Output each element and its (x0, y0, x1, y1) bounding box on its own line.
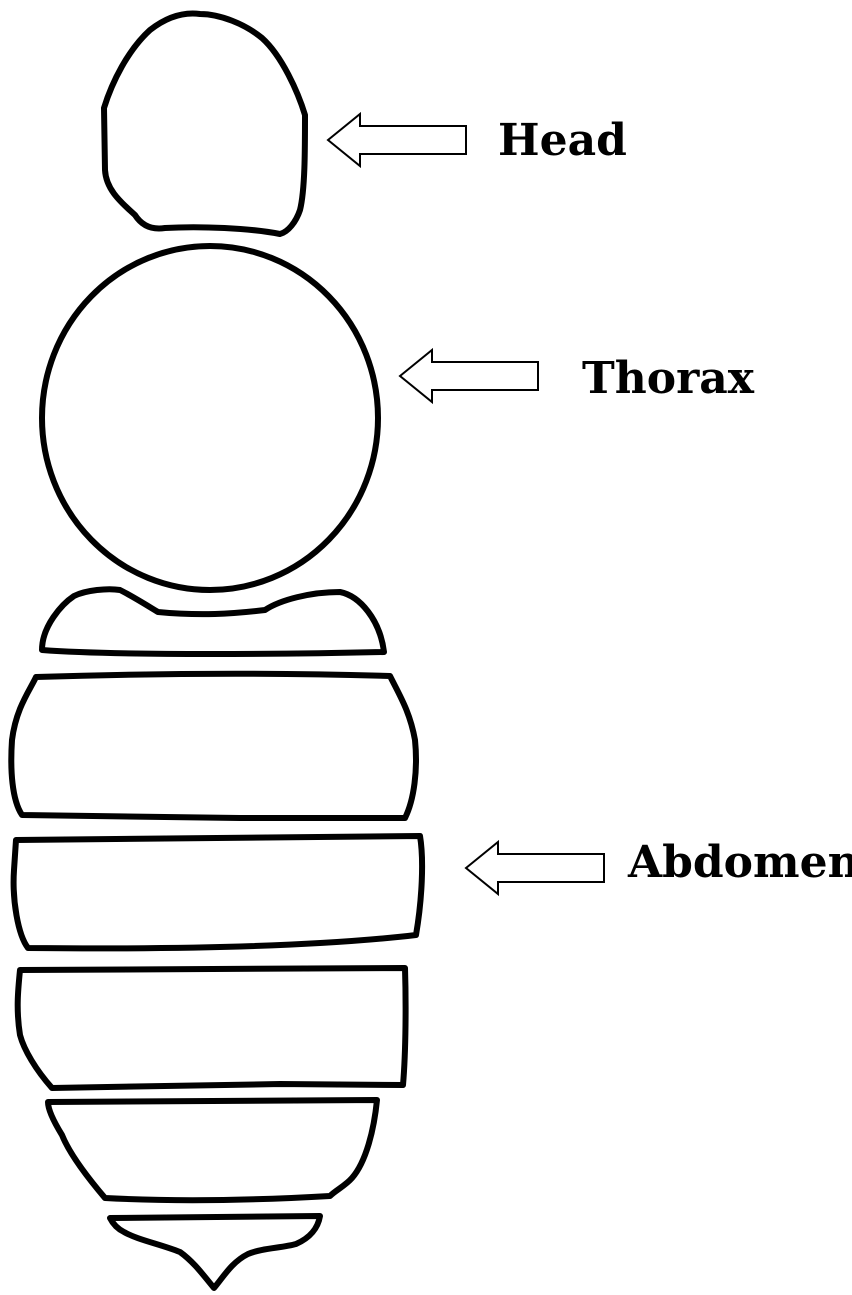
thorax-callout: Thorax (400, 350, 755, 404)
abdomen-tip-segment (110, 1216, 320, 1288)
abdomen-callout: Abdomen (466, 837, 852, 894)
thorax-segment (42, 246, 378, 590)
head-arrow-icon (328, 114, 466, 166)
abdomen-segment-5 (48, 1100, 377, 1200)
head-label: Head (498, 115, 627, 166)
abdomen-segment-1 (42, 589, 384, 654)
abdomen-segment-2 (11, 674, 416, 818)
abdomen-arrow-icon (466, 842, 604, 894)
thorax-label: Thorax (582, 353, 755, 404)
abdomen-segment-4 (18, 968, 406, 1088)
insect-body (11, 14, 422, 1288)
abdomen-segment-3 (14, 836, 422, 948)
abdomen-label: Abdomen (627, 837, 852, 888)
head-callout: Head (328, 114, 627, 166)
thorax-arrow-icon (400, 350, 538, 402)
head-segment (104, 14, 305, 234)
